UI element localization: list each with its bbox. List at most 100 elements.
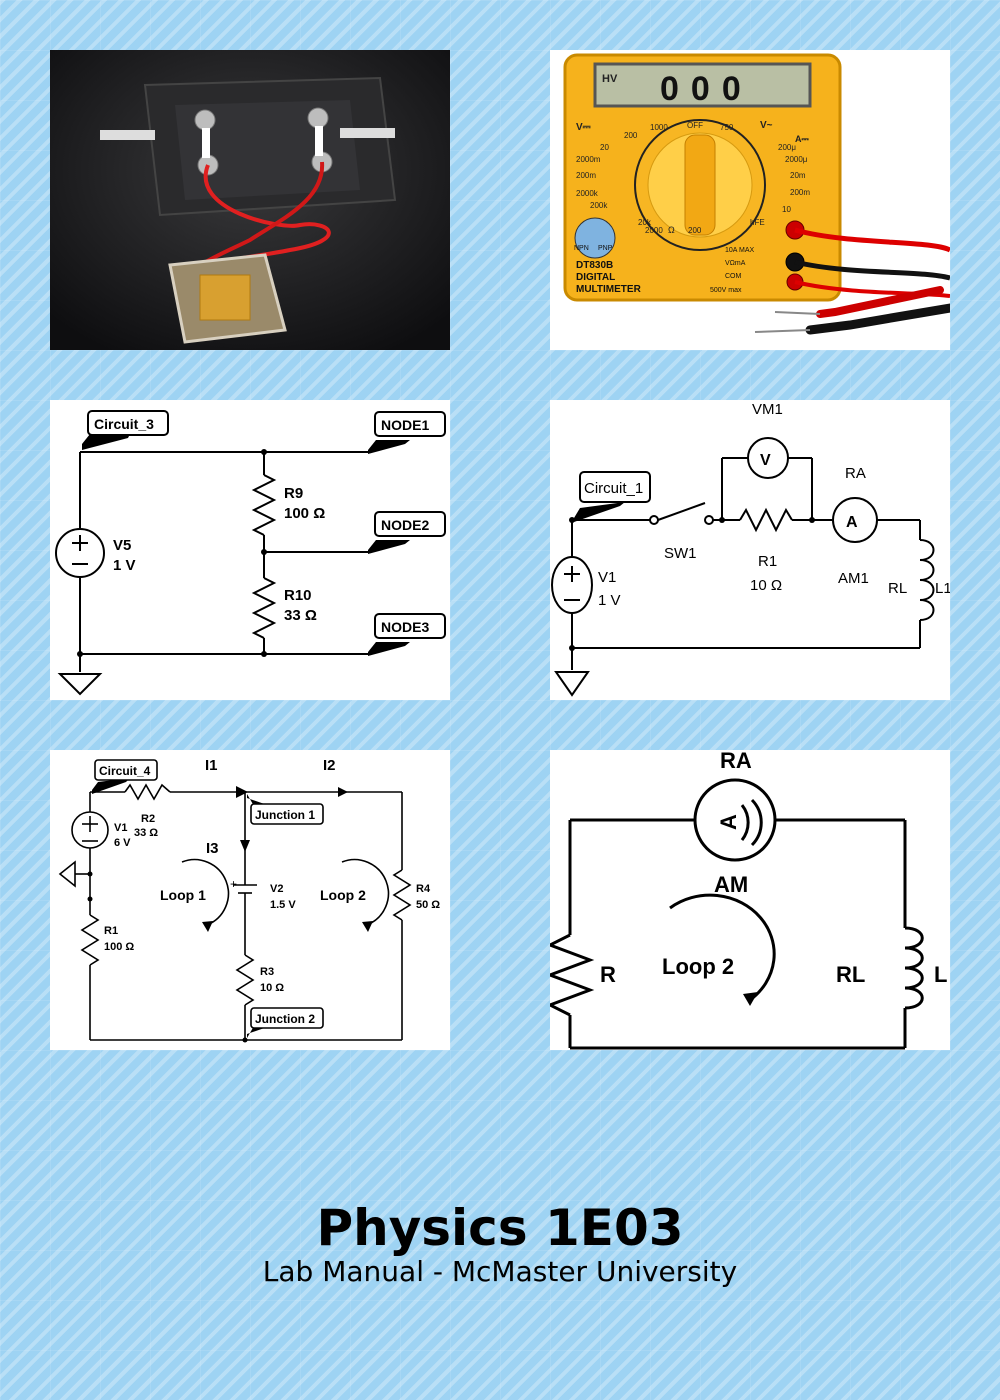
circuit-3-diagram: Circuit_3 NODE1 NODE2 NODE3 R9 100 Ω R10… (50, 400, 450, 700)
black-lead (794, 259, 950, 281)
r4-label: R4 (416, 883, 431, 895)
dial-label: 2000k (576, 189, 599, 198)
node1-label: NODE1 (381, 417, 429, 433)
r9-label: R9 (284, 485, 303, 502)
loop2-label: Loop 2 (320, 887, 366, 903)
dial-label: A⎓ (795, 134, 809, 144)
model-label: DT830B (576, 260, 613, 271)
circuit-1-schematic: Circuit_1 VM1 RA SW1 R1 10 Ω AM1 RL L1 V… (551, 401, 950, 697)
meter-line2: MULTIMETER (576, 284, 642, 295)
circuit-label: Circuit_1 (584, 480, 643, 497)
dial-label: 2000μ (785, 155, 808, 164)
v1-label: V1 (114, 822, 127, 834)
v1-label: V1 (598, 569, 616, 586)
voltage-source-v5 (55, 528, 105, 578)
red-probe (816, 286, 944, 318)
v1-value: 6 V (114, 837, 131, 849)
resistor-r (550, 933, 595, 1017)
black-probe (805, 303, 950, 335)
loop-2-diagram: A RA AM R Loop 2 RL L (550, 750, 950, 1050)
meter-line1: DIGITAL (576, 272, 615, 283)
v2-label: V2 (270, 883, 283, 895)
r9-value: 100 Ω (284, 505, 325, 522)
r1-label: R1 (758, 553, 777, 570)
rl-label: RL (888, 580, 907, 597)
resistor-r3 (235, 954, 255, 1006)
r2-label: R2 (141, 813, 155, 825)
loop1-arrow (181, 858, 230, 926)
ra-label: RA (720, 750, 752, 773)
dial-label: 10 (782, 205, 791, 214)
v5-value: 1 V (113, 557, 136, 574)
dial-label: 200μ (778, 143, 796, 152)
dial-label: COM (725, 273, 742, 280)
dial-label: NPN (574, 245, 589, 252)
circuit-4-schematic: Circuit_4 Junction 1 Junction 2 I1 I2 I3… (58, 757, 440, 1043)
dial-label: V~ (760, 120, 773, 131)
circuit-label: Circuit_4 (99, 764, 151, 778)
ra-label: RA (845, 465, 866, 482)
dial-label: 10A MAX (725, 247, 755, 254)
dial-label: VΩmA (725, 260, 746, 267)
vm1-label: VM1 (752, 401, 783, 418)
dial-label: 20 (600, 143, 609, 152)
v2-value: 1.5 V (270, 899, 296, 911)
rl-label: RL (836, 962, 865, 987)
page-subtitle: Lab Manual - McMaster University (262, 1255, 738, 1288)
v2-plus: + (230, 877, 237, 891)
dial-label: 200k (590, 201, 608, 210)
r1-value: 10 Ω (750, 577, 782, 594)
dial-label: 2000 (645, 226, 663, 235)
red-lead (794, 227, 950, 253)
dial-label: 200 (688, 226, 702, 235)
loop2-label: Loop 2 (662, 954, 734, 979)
circuit-4-diagram: Circuit_4 Junction 1 Junction 2 I1 I2 I3… (50, 750, 450, 1050)
r-label: R (600, 962, 616, 987)
resistor-r10 (251, 577, 277, 639)
r1-value: 100 Ω (104, 941, 134, 953)
v5-label: V5 (113, 537, 131, 554)
loop-2-schematic: A RA AM R Loop 2 RL L (550, 750, 947, 1050)
dial-label: hFE (750, 218, 765, 227)
junction1-label: Junction 1 (255, 808, 315, 822)
r10-value: 33 Ω (284, 607, 317, 624)
dial-label: 500V max (710, 287, 742, 294)
loop-arrow (669, 893, 776, 1002)
node3-label: NODE3 (381, 619, 429, 635)
i1-label: I1 (205, 757, 218, 774)
r10-label: R10 (284, 587, 312, 604)
r2-value: 33 Ω (134, 827, 158, 839)
voltmeter-symbol: V (760, 452, 771, 469)
transformer-drawing (50, 50, 450, 350)
node2-label: NODE2 (381, 517, 429, 533)
mode-label: HV (602, 73, 618, 85)
dial-label: 1000 (650, 123, 668, 132)
l1-label: L1 (935, 580, 950, 597)
sw1-label: SW1 (664, 545, 697, 562)
i3-label: I3 (206, 840, 219, 857)
dial-label: Ω (668, 225, 675, 235)
dial-label: 200m (576, 171, 596, 180)
page-title: Physics 1E03 (316, 1199, 684, 1257)
dial-label: 20m (790, 171, 806, 180)
dial-label: 750 (720, 123, 734, 132)
multimeter-drawing: HV 000 1000 OFF 750 200 20 2000m 200m 20… (550, 50, 950, 350)
i2-label: I2 (323, 757, 336, 774)
resistor-r2 (124, 783, 171, 801)
dial-label: 200m (790, 188, 810, 197)
dial-label: 2000m (576, 155, 601, 164)
am-label: AM (714, 872, 748, 897)
circuit-label: Circuit_3 (94, 416, 154, 432)
resistor-r1 (80, 914, 100, 966)
hfe-socket (574, 217, 616, 259)
r3-value: 10 Ω (260, 982, 284, 994)
voltage-source-v1 (551, 556, 593, 614)
cover-title-block: Physics 1E03 Lab Manual - McMaster Unive… (0, 1200, 1000, 1288)
r1-label: R1 (104, 925, 118, 937)
ammeter-symbol: A (846, 514, 858, 531)
r4-value: 50 Ω (416, 899, 440, 911)
dial-label: 200 (624, 131, 638, 140)
resistor-r9 (251, 474, 277, 536)
r3-label: R3 (260, 966, 274, 978)
loop1-label: Loop 1 (160, 887, 206, 903)
